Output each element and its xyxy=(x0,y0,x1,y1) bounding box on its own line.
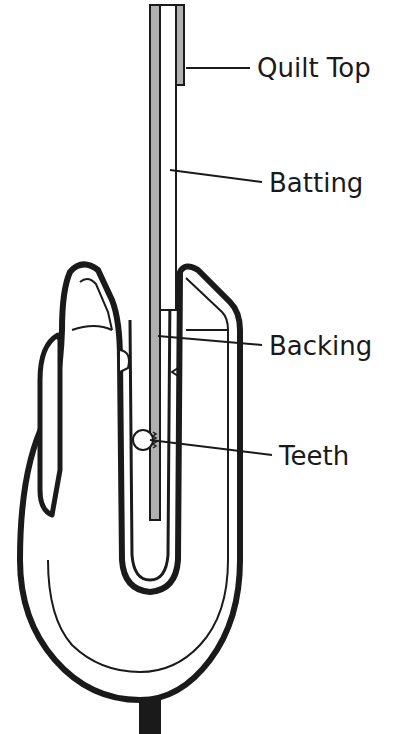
clip-body xyxy=(20,264,240,700)
leader-line xyxy=(186,67,250,69)
leader-line xyxy=(150,440,272,455)
clip-lever xyxy=(40,335,60,515)
part-label: Quilt Top xyxy=(256,55,372,81)
part-label: Batting xyxy=(268,170,364,196)
hinge xyxy=(120,350,129,372)
clip-edge xyxy=(48,278,228,672)
batting-layer xyxy=(160,5,176,310)
clip-edge xyxy=(72,326,112,330)
clip-edge xyxy=(80,279,112,330)
hinge xyxy=(172,368,178,376)
part-label: Backing xyxy=(268,333,373,359)
clip-edge xyxy=(186,329,228,331)
leader-line xyxy=(170,170,262,182)
part-label: Teeth xyxy=(278,443,350,469)
quilt-top-layer xyxy=(176,5,184,85)
leader-line xyxy=(158,336,262,345)
